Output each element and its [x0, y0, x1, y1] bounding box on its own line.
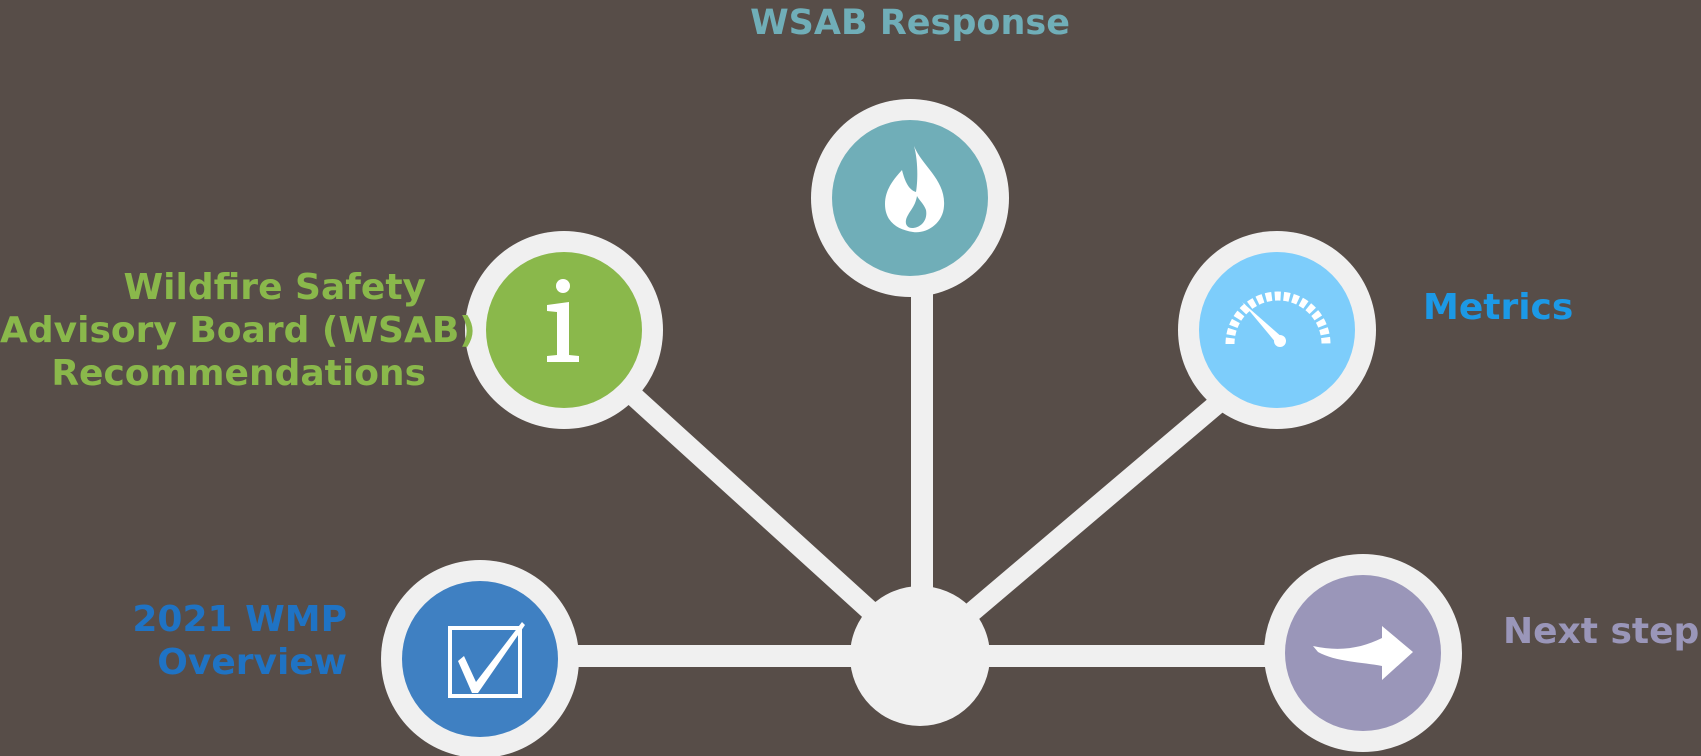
- label-next-line-1: Next steps: [1503, 611, 1701, 652]
- node-overview-disc: [402, 581, 558, 737]
- gauge-icon: [1225, 291, 1331, 347]
- label-wmp-overview[interactable]: 2021 WMP Overview: [0, 598, 347, 684]
- node-response[interactable]: [811, 99, 1009, 297]
- label-wsab-line-3: Recommendations: [51, 353, 426, 394]
- label-next-steps[interactable]: Next steps: [1503, 610, 1701, 653]
- node-metrics-disc: [1199, 252, 1355, 408]
- label-wsab-response-line-1: WSAB Response: [750, 3, 1070, 43]
- label-metrics-line-1: Metrics: [1423, 287, 1574, 328]
- label-wsab-recommendations[interactable]: Wildfire Safety Advisory Board (WSAB) Re…: [0, 266, 476, 395]
- hub-circle: [850, 586, 990, 726]
- label-wsab-response[interactable]: WSAB Response: [650, 2, 1170, 45]
- node-wsab[interactable]: [465, 231, 663, 429]
- flame-icon: [885, 146, 945, 233]
- label-overview-line-2: Overview: [157, 642, 347, 683]
- node-next[interactable]: [1264, 554, 1462, 752]
- arrow-icon: [1313, 626, 1413, 680]
- info-icon: [547, 279, 579, 362]
- label-wsab-line-1: Wildfire Safety: [123, 267, 426, 308]
- label-metrics[interactable]: Metrics: [1423, 286, 1573, 329]
- label-wsab-line-2: Advisory Board (WSAB): [0, 310, 476, 351]
- node-overview[interactable]: [381, 560, 579, 756]
- checkbox-icon: [448, 622, 525, 698]
- node-metrics[interactable]: [1178, 231, 1376, 429]
- label-overview-line-1: 2021 WMP: [132, 599, 347, 640]
